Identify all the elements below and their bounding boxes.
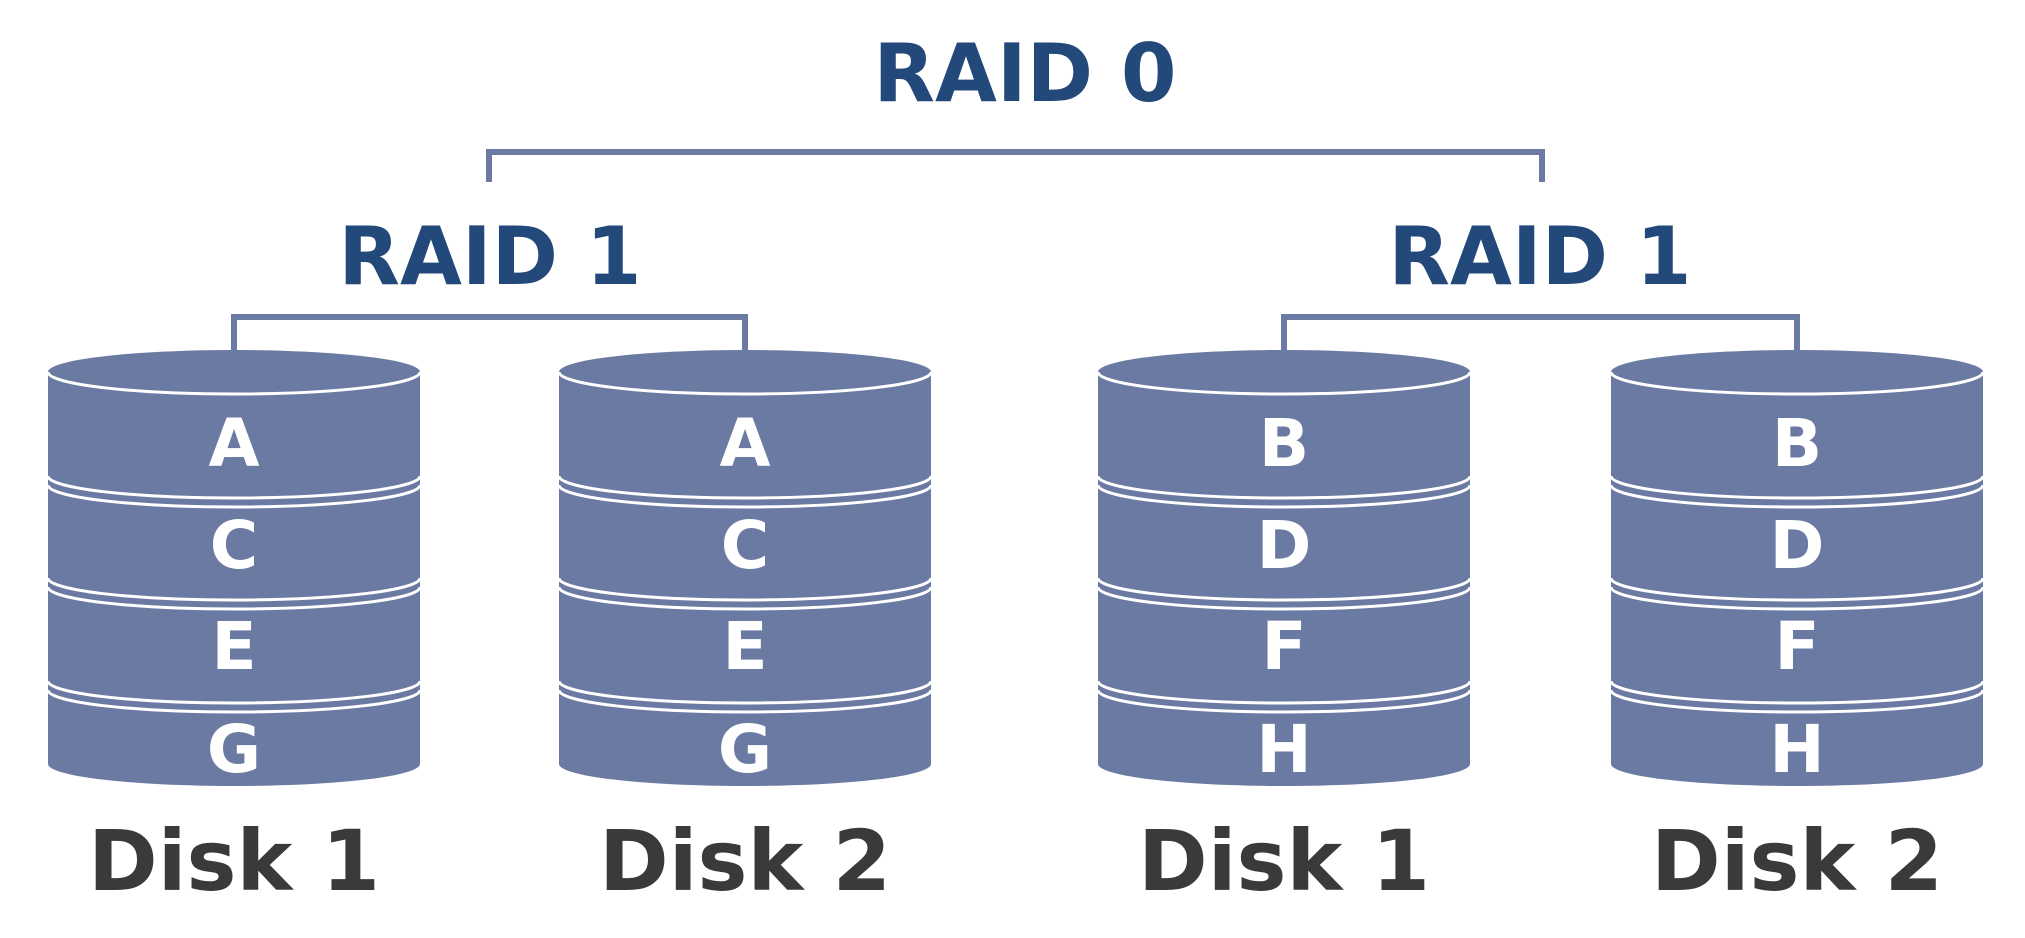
disk-label: Disk 1 <box>1138 812 1430 910</box>
block-label: C <box>721 507 769 584</box>
block-label: A <box>208 405 259 482</box>
block-label: D <box>1770 507 1825 584</box>
raid1-connector-right <box>1281 314 1800 350</box>
disk-stack: A C E G Disk 1 <box>46 350 422 910</box>
raid1-title-left: RAID 1 <box>338 210 641 303</box>
raid0-connector <box>486 149 1545 182</box>
disk-label: Disk 2 <box>1651 812 1943 910</box>
disk-label: Disk 1 <box>88 812 380 910</box>
block-label: B <box>1772 405 1822 482</box>
block-label: G <box>718 711 772 788</box>
raid1-title-right: RAID 1 <box>1388 210 1691 303</box>
block-label: H <box>1256 711 1311 788</box>
block-label: E <box>211 608 256 685</box>
disk-label: Disk 2 <box>599 812 891 910</box>
disk-stack: B D F H Disk 2 <box>1609 350 1985 910</box>
raid1-group-right: RAID 1 B D F H Disk 1 B <box>1096 210 1985 910</box>
raid1-group-left: RAID 1 A C E G Disk 1 A <box>46 210 933 910</box>
disk-stack: B D F H Disk 1 <box>1096 350 1472 910</box>
raid0-title: RAID 0 <box>873 27 1176 120</box>
block-label: G <box>207 711 261 788</box>
block-label: B <box>1259 405 1309 482</box>
block-label: A <box>719 405 770 482</box>
block-label: H <box>1769 711 1824 788</box>
block-label: C <box>210 507 258 584</box>
raid1-connector-left <box>231 314 748 350</box>
disk-stack: A C E G Disk 2 <box>557 350 933 910</box>
block-label: D <box>1257 507 1312 584</box>
block-label: E <box>722 608 767 685</box>
block-label: F <box>1774 608 1819 685</box>
block-label: F <box>1261 608 1306 685</box>
